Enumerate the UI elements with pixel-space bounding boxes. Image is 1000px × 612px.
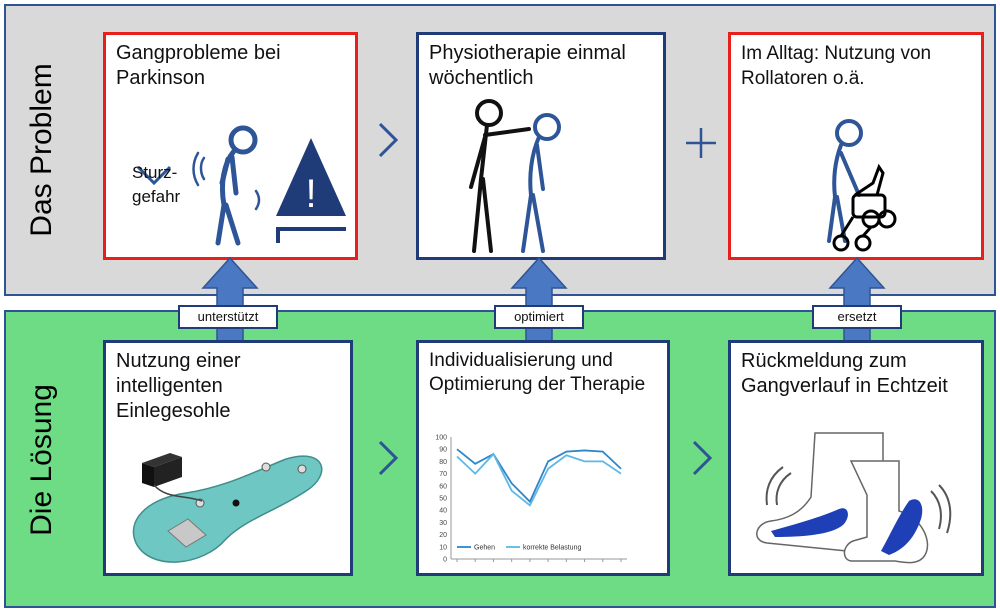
connector-chevron-1 [376,120,400,160]
connector-plus [684,126,718,160]
solution-label: Die Lösung [25,384,58,536]
card-gait-problems: Gangprobleme bei Parkinson ! Sturz- gefa… [103,32,358,260]
fall-risk-note: Sturz- gefahr [132,163,181,206]
svg-text:!: ! [305,172,316,216]
foot-right-icon [843,460,929,564]
insole-icon [132,455,323,563]
card-insole: Nutzung einer intelligenten Einlegesohle [103,340,353,576]
patient-person-icon [521,113,561,253]
card-insole-text: Nutzung einer intelligenten Einlegesohle [116,350,241,422]
connector-chevron-2 [376,438,400,478]
rollator-icon [832,163,897,252]
arrow-up-1 [201,256,259,343]
warning-icon: ! [276,138,346,243]
card-rollator: Im Alltag: Nutzung von Rollatoren o.ä. [728,32,984,260]
card-physiotherapy-text: Physiotherapie einmal wöchentlich [429,42,626,89]
legend-label: korrekte Belastung [523,545,581,552]
card-physiotherapy: Physiotherapie einmal wöchentlich [416,32,666,260]
bent-person-icon [192,125,261,246]
link-label-replaces: ersetzt [812,305,902,329]
card-rollator-text: Im Alltag: Nutzung von Rollatoren o.ä. [741,43,932,89]
y-tick-label: 20 [439,532,447,539]
motion-lines-icon [765,466,952,534]
problem-label: Das Problem [25,63,58,237]
y-tick-label: 50 [439,496,447,503]
chevron-down-icon [136,165,172,186]
foot-left-icon [756,432,884,552]
legend-label: Gehen [474,545,495,552]
card-feedback: Rückmeldung zum Gangverlauf in Echtzeit [728,340,984,576]
series-line-2 [456,452,622,507]
elderly-person-icon [827,119,863,243]
y-tick-label: 80 [439,459,447,466]
link-label-optimizes: optimiert [494,305,584,329]
y-tick-label: 60 [439,483,447,490]
y-tick-label: 10 [439,544,447,551]
insole-illustration [132,453,323,563]
y-tick-label: 100 [435,435,447,442]
rollator-illustration [827,119,897,252]
y-tick-label: 40 [439,508,447,515]
sensor-box-icon [142,453,203,502]
y-tick-label: 70 [439,471,447,478]
feet-illustration [756,432,952,564]
therapist-person-icon [469,99,531,253]
card-gait-problems-text: Gangprobleme bei Parkinson [116,42,281,89]
card-therapy-text: Individualisierung und Optimierung der T… [429,350,646,395]
card-feedback-text: Rückmeldung zum Gangverlauf in Echtzeit [741,350,948,397]
therapist-illustration [469,99,561,253]
parkinson-illustration: ! [136,125,346,246]
y-tick-label: 30 [439,520,447,527]
arrow-up-3 [828,256,886,343]
y-tick-label: 0 [443,557,447,564]
link-label-supports: unterstützt [178,305,278,329]
card-therapy: Individualisierung und Optimierung der T… [416,340,670,576]
connector-chevron-3 [690,438,714,478]
arrow-up-2 [510,256,568,343]
y-tick-label: 90 [439,447,447,454]
series-line-1 [456,448,622,504]
